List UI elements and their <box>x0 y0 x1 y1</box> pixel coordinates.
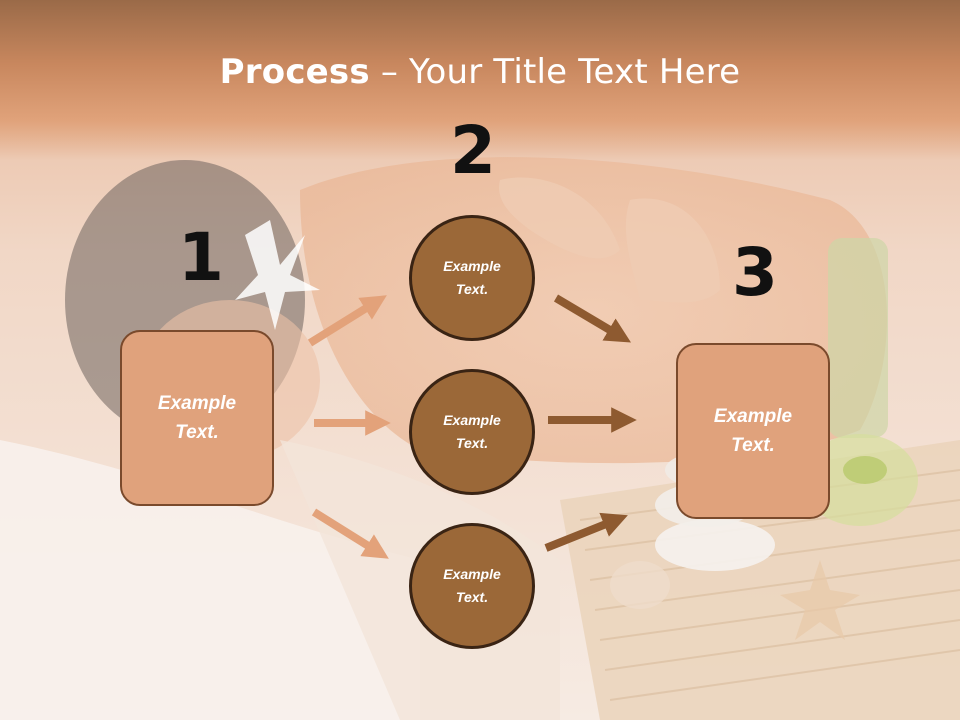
title-rest: Your Title Text Here <box>409 52 741 92</box>
title-band <box>0 0 960 160</box>
circle-1: Example Text. <box>409 215 535 341</box>
circle-2-line2: Text. <box>455 435 489 451</box>
circle-3: Example Text. <box>409 523 535 649</box>
step-number-3: 3 <box>732 234 778 311</box>
arrow-from-circle-3 <box>544 512 628 552</box>
circle-2-line1: Example <box>443 412 501 428</box>
circle-1-line2: Text. <box>455 281 489 297</box>
circle-3-line1: Example <box>443 566 501 582</box>
slide-title: Process – Your Title Text Here <box>0 52 960 92</box>
step-number-1: 1 <box>178 219 224 296</box>
step-number-2: 2 <box>450 112 496 189</box>
circle-2: Example Text. <box>409 369 535 495</box>
circle-1-line1: Example <box>443 258 501 274</box>
right-box-line1: Example <box>713 406 793 427</box>
title-dash: – <box>369 52 410 92</box>
right-box: Example Text. <box>676 343 830 519</box>
arrow-to-circle-3 <box>311 508 389 559</box>
left-box-line1: Example <box>157 393 237 414</box>
circle-3-line2: Text. <box>455 589 489 605</box>
arrow-from-circle-1 <box>553 294 632 343</box>
left-box-line2: Text. <box>175 422 219 443</box>
arrow-to-circle-1 <box>307 295 387 347</box>
right-box-line2: Text. <box>731 435 775 456</box>
title-bold: Process <box>219 52 370 92</box>
left-box: Example Text. <box>120 330 274 506</box>
